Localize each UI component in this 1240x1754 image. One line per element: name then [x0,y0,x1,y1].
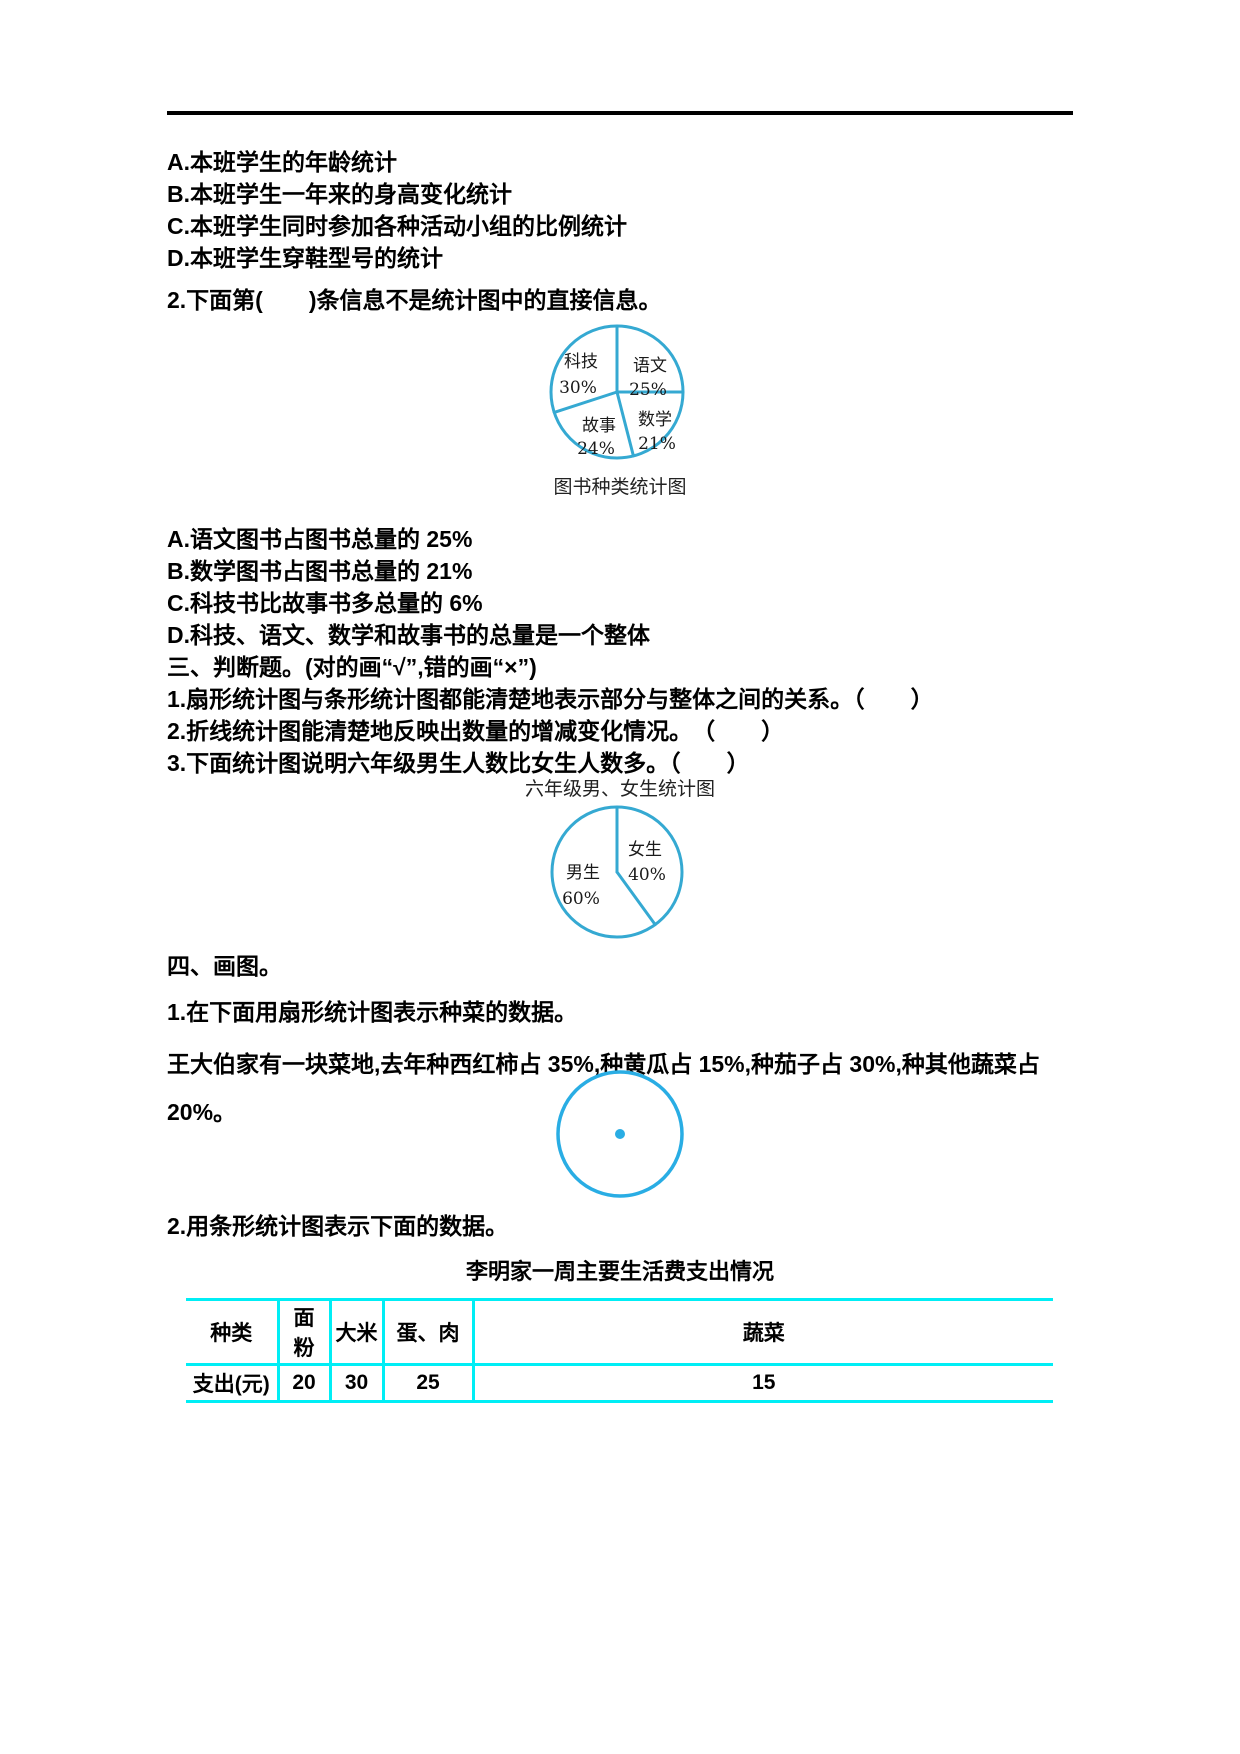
question2-option-d: D.科技、语文、数学和故事书的总量是一个整体 [167,622,650,648]
students-pie-caption: 六年级男、女生统计图 [524,778,715,800]
pie-slice-label: 女生 [628,840,662,860]
question2-option-a: A.语文图书占图书总量的 25% [167,526,473,552]
table-header-row: 种类 面粉 大米 蛋、肉 蔬菜 [186,1298,1053,1366]
header-cell-category: 种类 [186,1298,278,1366]
question1-option-d: D.本班学生穿鞋型号的统计 [167,245,443,271]
pie-slice-label: 数学 [638,410,672,430]
pie-slice-divider [615,870,657,927]
table-value-row: 支出(元) 20 30 25 15 [186,1363,1053,1403]
pie-slice-value: 40% [628,865,666,885]
pie-slice-value: 24% [577,439,615,459]
pie-slice-value: 21% [638,434,676,454]
blank-pie-drawing-circle [556,1070,684,1198]
value-cell-rice: 30 [328,1363,383,1403]
question2-option-b: B.数学图书占图书总量的 21% [167,558,473,584]
value-cell-label: 支出(元) [186,1363,278,1403]
judgement-item-2: 2.折线统计图能清楚地反映出数量的增减变化情况。 （ ） [167,718,785,744]
question1-option-b: B.本班学生一年来的身高变化统计 [167,181,512,207]
value-cell-egg-meat: 25 [381,1363,473,1403]
pie-slice-label: 科技 [564,352,598,372]
value-cell-vegetable: 15 [471,1363,1053,1403]
question1-option-c: C.本班学生同时参加各种活动小组的比例统计 [167,213,627,239]
question1-option-a: A.本班学生的年龄统计 [167,149,397,175]
top-divider [167,111,1073,115]
header-cell-rice: 大米 [328,1298,383,1366]
section-3-heading: 三、判断题。(对的画“√”,错的画“×”) [167,654,537,680]
pie-slice-divider [552,390,619,414]
pie-slice-value: 60% [562,889,600,909]
pie-slice-value: 25% [629,380,667,400]
judgement-item-1: 1.扇形统计图与条形统计图都能清楚地表示部分与整体之间的关系。（ ） [167,686,934,712]
pie-slice-label: 语文 [633,356,667,376]
value-cell-flour: 20 [276,1363,330,1403]
pie-slice-label: 故事 [582,416,616,436]
books-pie-chart: 语文 25% 数学 21% 故事 24% 科技 30% [549,324,685,460]
pie-slice-label: 男生 [566,863,600,883]
expense-table: 种类 面粉 大米 蛋、肉 蔬菜 支出(元) 20 30 25 15 [186,1298,1053,1403]
question2-text: 2.下面第( )条信息不是统计图中的直接信息。 [167,287,662,313]
judgement-item-3: 3.下面统计图说明六年级男生人数比女生人数多。（ ） [167,750,750,776]
books-pie-caption: 图书种类统计图 [553,476,687,498]
header-cell-flour: 面粉 [276,1298,330,1366]
question2-option-c: C.科技书比故事书多总量的 6% [167,590,483,616]
expense-table-title: 李明家一周主要生活费支出情况 [465,1259,774,1284]
header-cell-vegetable: 蔬菜 [471,1298,1053,1366]
circle-center-dot [615,1129,625,1139]
pie-slice-divider [615,390,635,458]
pie-slice-value: 30% [559,378,597,398]
section-4-heading: 四、画图。 [167,953,282,979]
students-pie-chart: 女生 40% 男生 60% [550,805,684,939]
draw-bar-instruction: 2.用条形统计图表示下面的数据。 [167,1213,509,1239]
header-cell-egg-meat: 蛋、肉 [381,1298,473,1366]
draw-pie-instruction: 1.在下面用扇形统计图表示种菜的数据。 [167,999,578,1025]
